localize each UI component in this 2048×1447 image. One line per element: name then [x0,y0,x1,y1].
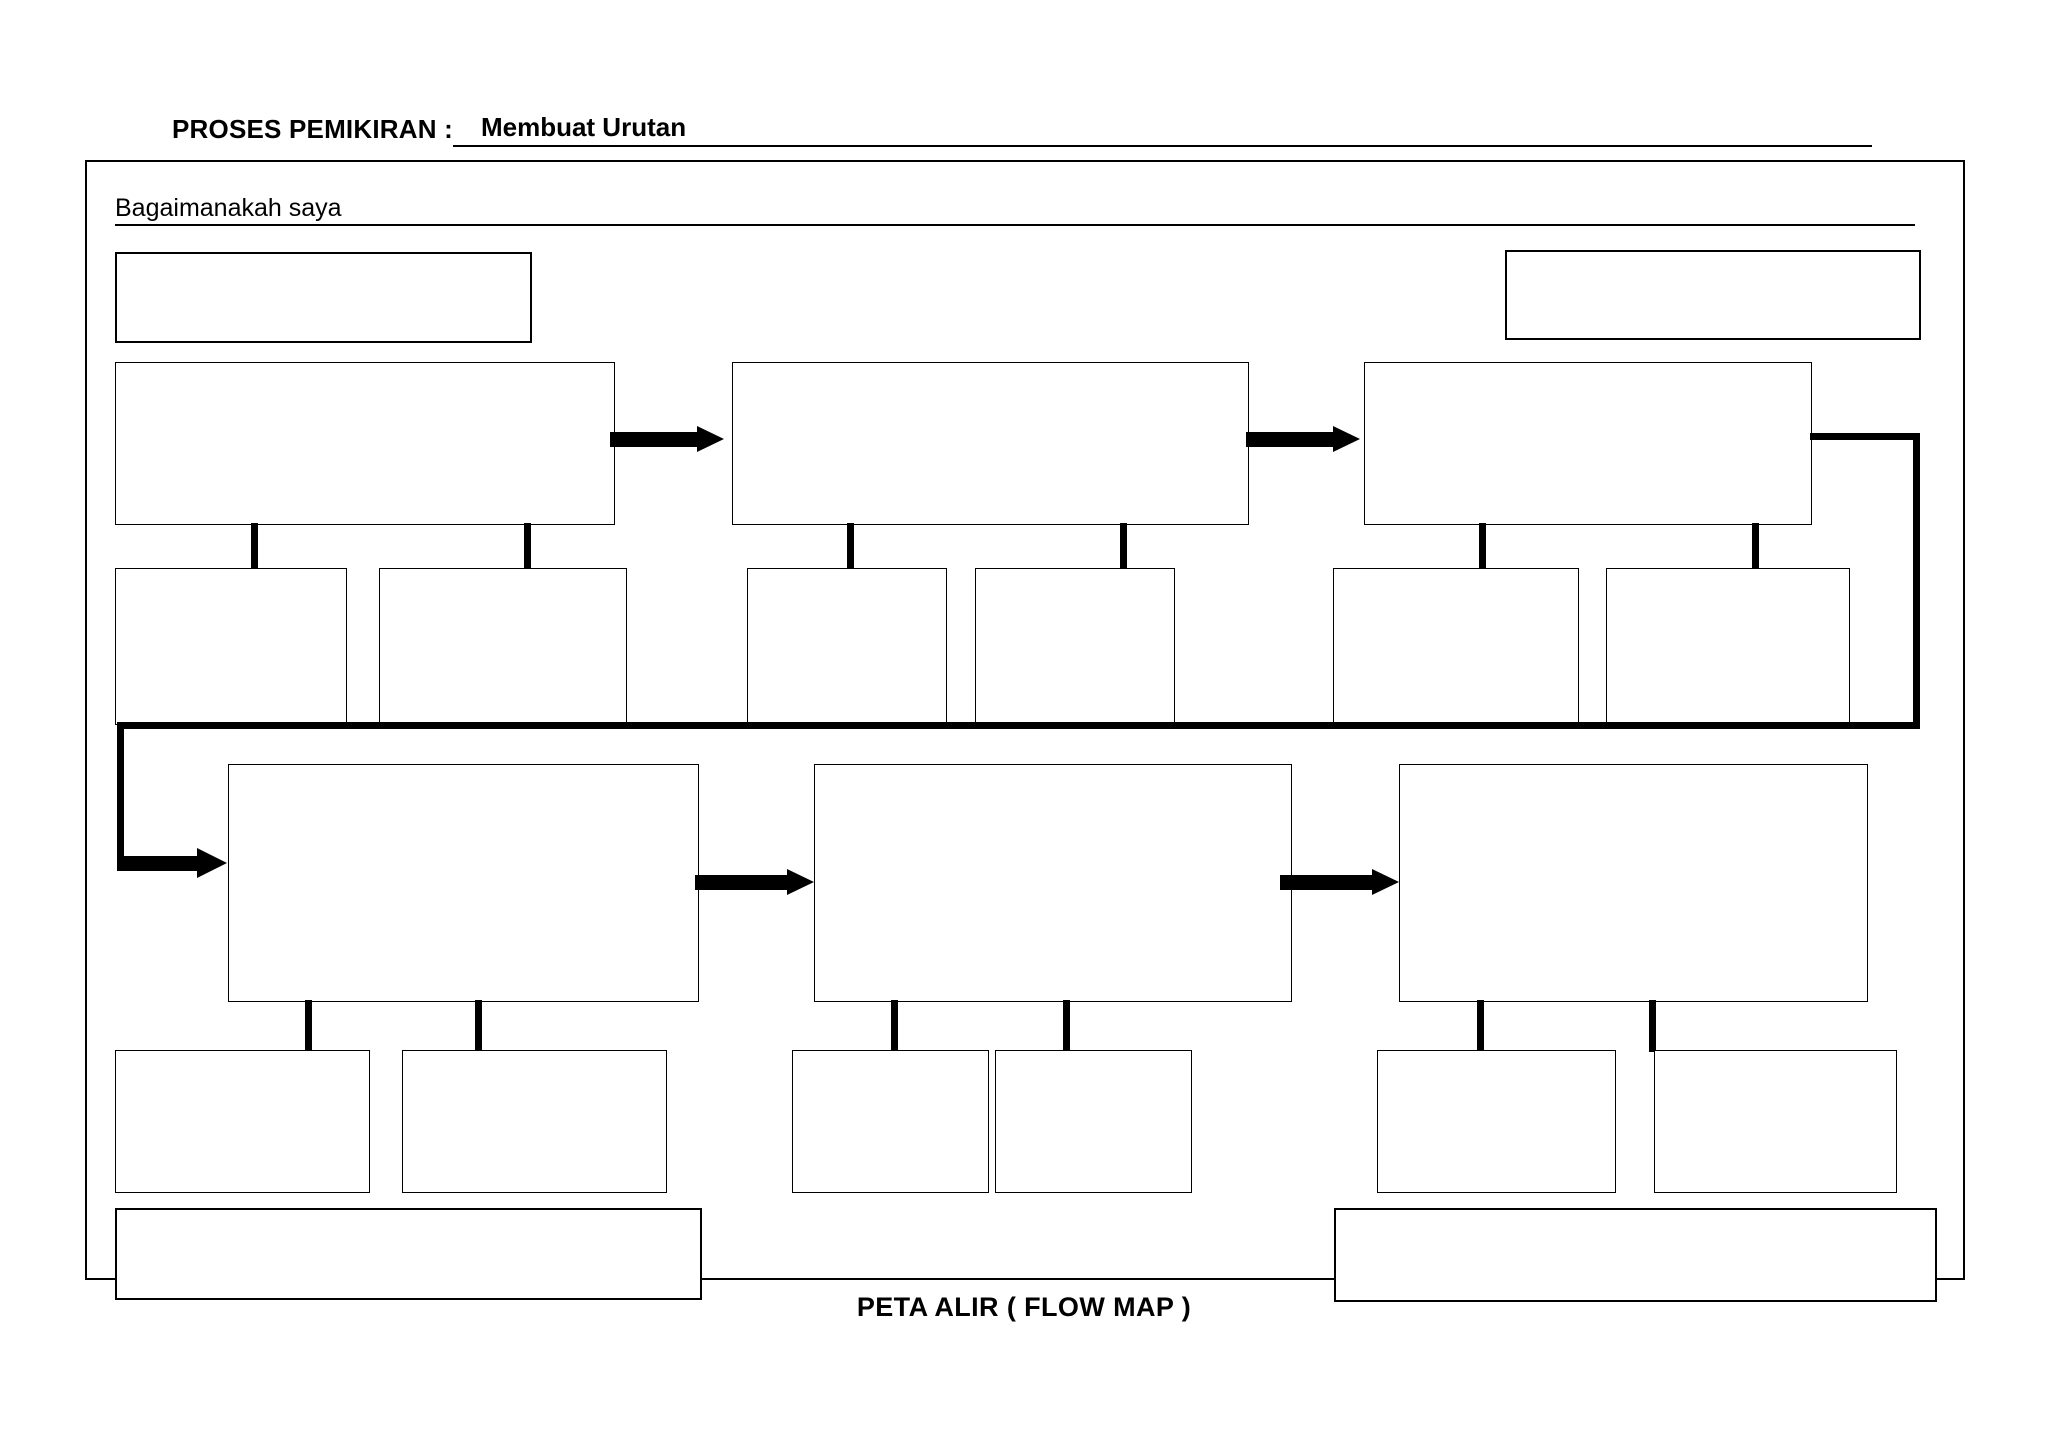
row1-step-1-stem-a [251,523,258,570]
row2-arrow-2-to-3 [1280,869,1402,895]
row1-step-2-substep-2-box[interactable] [975,568,1175,725]
row2-step-3-substep-2-box[interactable] [1654,1050,1897,1193]
row1-step-2-substep-1-box[interactable] [747,568,947,725]
row2-step-2-substep-1-box[interactable] [792,1050,989,1193]
top-left-box[interactable] [115,252,532,343]
question-row: Bagaimanakah saya [115,190,1915,226]
wrap-connector-arrowhead-icon [197,848,227,878]
row1-step-2-stem-a [847,523,854,570]
row2-step-1-substep-1-box[interactable] [115,1050,370,1193]
row1-step-2-stem-b [1120,523,1127,570]
row2-step-1-stem-b [475,1000,482,1052]
thinking-process-header: PROSES PEMIKIRAN : Membuat Urutan [172,105,1872,147]
row1-arrow-2-to-3 [1246,426,1360,452]
row1-step-3-substep-2-box[interactable] [1606,568,1850,725]
row2-step-1-substep-2-box[interactable] [402,1050,667,1193]
row1-step-1-stem-b [524,523,531,570]
wrap-connector-segment-right [1913,433,1920,729]
row1-step-1-substep-1-box[interactable] [115,568,347,725]
row1-step-3-substep-1-box[interactable] [1333,568,1579,725]
bottom-right-box[interactable] [1334,1208,1937,1302]
row2-step-2-substep-2-box[interactable] [995,1050,1192,1193]
thinking-process-value[interactable]: Membuat Urutan [452,113,1872,147]
row1-step-3-stem-a [1479,523,1486,570]
row2-step-2-stem-b [1063,1000,1070,1052]
page-caption: PETA ALIR ( FLOW MAP ) [856,1292,1192,1322]
row1-arrow-1-to-2 [610,426,724,452]
row2-step-3-stem-a [1477,1000,1484,1052]
row2-step-3-box[interactable] [1399,764,1868,1002]
wrap-connector-segment-left [117,722,124,870]
row2-step-2-box[interactable] [814,764,1292,1002]
row1-step-3-stem-b [1752,523,1759,570]
row2-arrow-1-to-2 [695,869,817,895]
row2-step-3-substep-1-box[interactable] [1377,1050,1616,1193]
top-right-box[interactable] [1505,250,1921,340]
row2-step-2-stem-a [891,1000,898,1052]
wrap-connector-segment-entry [117,856,199,871]
row2-step-1-stem-a [305,1000,312,1052]
thinking-process-label: PROSES PEMIKIRAN : [172,114,453,145]
worksheet-frame: Bagaimanakah saya [85,160,1965,1302]
wrap-connector-segment-middle [117,722,1920,729]
wrap-connector-segment-top [1810,433,1920,440]
row1-step-3-box[interactable] [1364,362,1812,525]
question-label: Bagaimanakah saya [115,194,342,226]
row1-step-1-substep-2-box[interactable] [379,568,627,725]
bottom-left-box[interactable] [115,1208,702,1300]
row2-step-3-stem-b [1649,1000,1656,1052]
row1-step-1-box[interactable] [115,362,615,525]
question-answer-blank[interactable] [341,196,1915,226]
row1-step-2-box[interactable] [732,362,1249,525]
row2-step-1-box[interactable] [228,764,699,1002]
